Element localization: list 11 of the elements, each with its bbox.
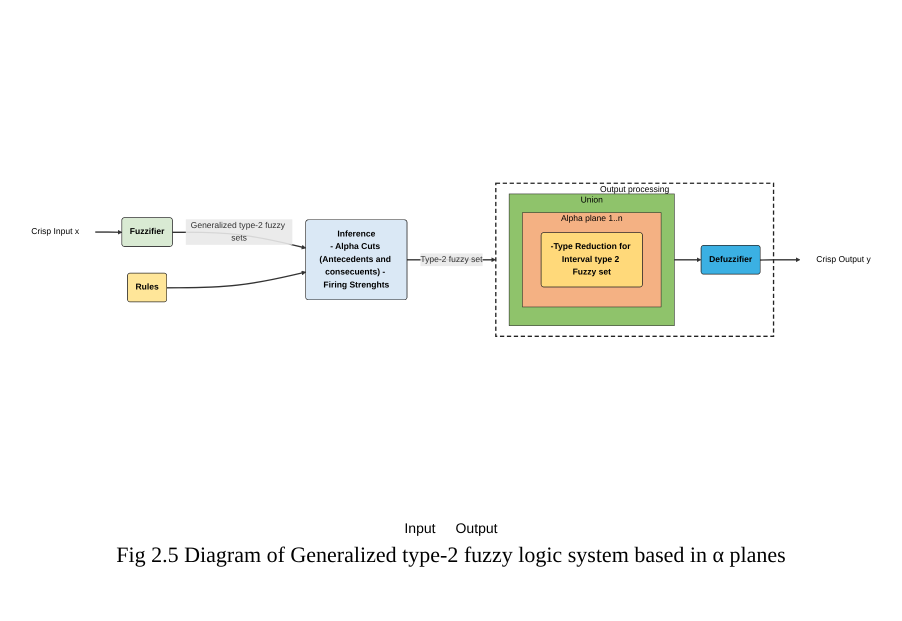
caption: Fig 2.5 Diagram of Generalized type-2 fuzzy logic system based in α planes <box>116 542 786 568</box>
label-text: Output <box>456 520 498 536</box>
label-text: Input <box>404 520 436 536</box>
arrow <box>95 230 122 235</box>
arrow <box>674 258 702 262</box>
node-text: Crisp Output y <box>816 255 871 264</box>
edge-label: Type-2 fuzzy set <box>420 255 482 264</box>
arrow <box>760 258 800 262</box>
node-text: Crisp Input x <box>31 227 80 237</box>
edge-label: Generalized type-2 fuzzy sets <box>190 221 286 243</box>
arrow <box>166 270 306 289</box>
